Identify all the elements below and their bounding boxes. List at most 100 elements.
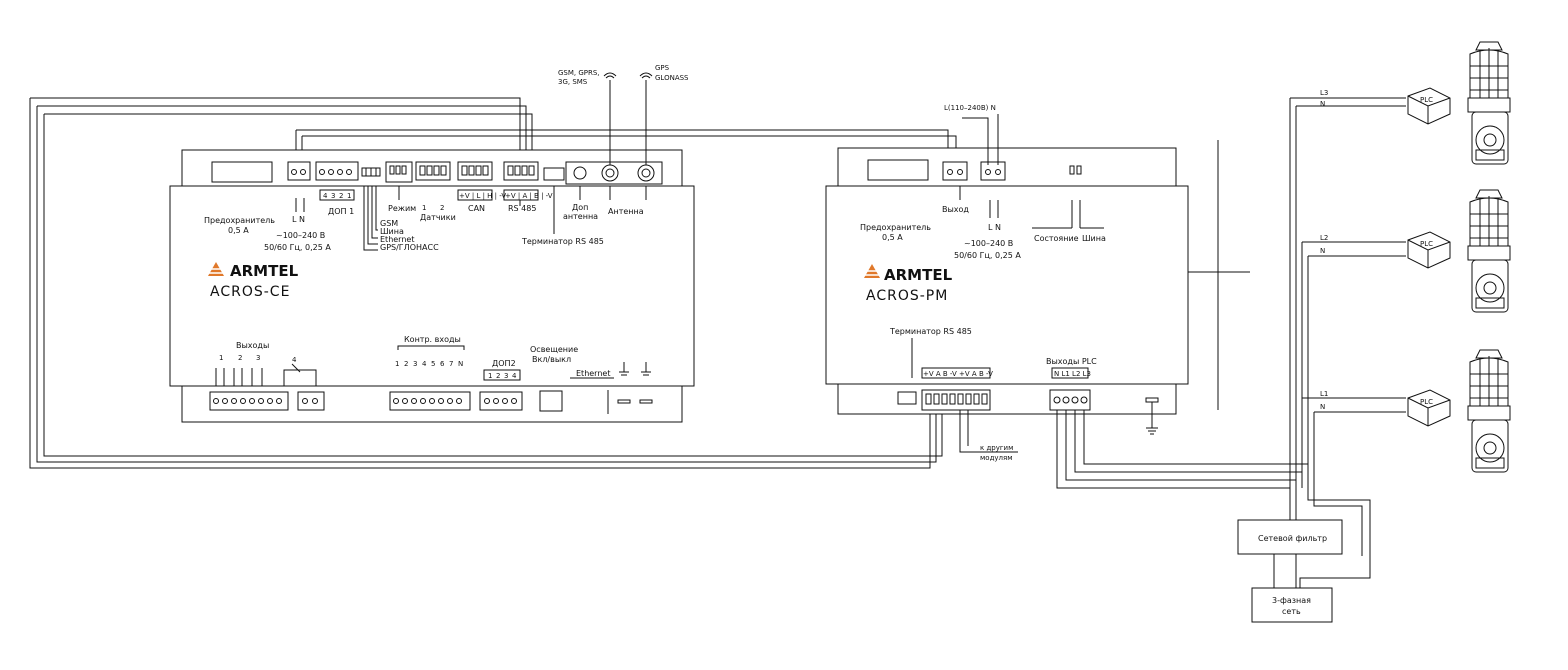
ce-fuse-label: Предохранитель xyxy=(204,216,275,225)
ce-outputs-label: Выходы xyxy=(236,341,269,350)
pm-plc-terminal xyxy=(1049,389,1091,411)
ce-dop-antenna-label: Доп xyxy=(572,203,588,212)
gsm-antenna-label-2: 3G, SMS xyxy=(558,78,588,86)
ce-sensors-label: Датчики xyxy=(420,213,456,222)
ce-output-num: 4 xyxy=(292,356,297,364)
ce-output-num: 2 xyxy=(238,354,242,362)
ce-light-label: Освещение xyxy=(530,345,578,354)
ce-power-freq: 50/60 Гц, 0,25 А xyxy=(264,243,331,252)
pm-rs485-pins: +V A B -V +V A B -V xyxy=(923,370,993,378)
pm-fuse-rating: 0,5 А xyxy=(882,233,903,242)
ground-icon xyxy=(1145,397,1159,435)
svg-text:5: 5 xyxy=(431,360,435,368)
ce-dop2-label: ДОП2 xyxy=(492,359,516,368)
pm-plc-pins: N L1 L2 L3 xyxy=(1054,370,1091,378)
armtel-logo-icon xyxy=(203,262,229,276)
svg-text:N: N xyxy=(458,360,463,368)
ce-dop1-terminal xyxy=(315,161,359,181)
pm-rs485-pins-marks xyxy=(925,393,988,405)
ce-dop2-pin: 3 xyxy=(504,372,508,380)
svg-text:4: 4 xyxy=(422,360,427,368)
pm-bus-label: Шина xyxy=(1082,234,1106,243)
ce-terminator-jumper xyxy=(543,167,565,181)
pm-fuse-label: Предохранитель xyxy=(860,223,931,232)
ce-rs485-label: RS 485 xyxy=(508,204,536,213)
dop-antenna-connector xyxy=(573,166,587,180)
antenna-labels: GSM, GPRS, 3G, SMS GPS GLONASS xyxy=(558,64,689,86)
ce-dop2-pin: 2 xyxy=(496,372,500,380)
pm-plc-outputs-label: Выходы PLC xyxy=(1046,357,1097,366)
ce-ctrl-inputs-label: Контр. входы xyxy=(404,335,461,344)
gsm-antenna-label: GSM, GPRS, xyxy=(558,69,600,77)
svg-text:6: 6 xyxy=(440,360,445,368)
ce-sensor-num: 1 xyxy=(422,204,426,212)
ce-terminal-pins xyxy=(213,398,517,404)
ce-display-window xyxy=(211,161,273,183)
ce-dop-antenna-label-2: антенна xyxy=(563,212,598,221)
plc-block-l3: PLC xyxy=(1407,87,1451,125)
gps-antenna-label: GPS xyxy=(655,64,670,72)
gps-antenna-label-2: GLONASS xyxy=(655,74,689,82)
ce-terminator-label: Терминатор RS 485 xyxy=(521,237,604,246)
network-filter-label: Сетевой фильтр xyxy=(1258,534,1327,543)
pm-other-modules-label-2: модулям xyxy=(980,454,1013,462)
pm-terminator-jumper xyxy=(897,391,917,405)
ce-ethernet-label: Ethernet xyxy=(576,369,610,378)
pm-power-voltage: ~100–240 В xyxy=(964,239,1013,248)
svg-text:3: 3 xyxy=(413,360,417,368)
ce-sensor-num: 2 xyxy=(440,204,444,212)
svg-text:PLC: PLC xyxy=(1420,96,1433,104)
ce-relay-terminal xyxy=(297,391,325,411)
network-filter-box: Сетевой фильтр xyxy=(1237,519,1343,555)
ce-ctrl-input-nums: 1 2 3 4 5 6 7 N xyxy=(395,360,463,368)
ce-dop1-pin: 3 xyxy=(331,192,335,200)
pm-output-terminal xyxy=(942,161,968,181)
ce-dop1-pin: 2 xyxy=(339,192,343,200)
pm-other-modules-label: к другим xyxy=(980,444,1013,452)
ground-icon xyxy=(619,362,651,376)
ce-mode-label: Режим xyxy=(388,204,416,213)
pm-display-window xyxy=(867,159,929,181)
ce-light-label-2: Вкл/выкл xyxy=(532,355,571,364)
ce-led-bus: Шина xyxy=(380,227,404,236)
svg-text:7: 7 xyxy=(449,360,453,368)
ce-dop2-terminal xyxy=(479,391,523,411)
pm-state-label: Состояние xyxy=(1034,234,1079,243)
pm-model-name: ACROS-PM xyxy=(866,288,948,304)
ce-power-ln-label: L N xyxy=(292,215,305,224)
plc-block-l1: PLC xyxy=(1407,389,1451,427)
pm-power-freq: 50/60 Гц, 0,25 А xyxy=(954,251,1021,260)
pm-output-label: Выход xyxy=(942,205,969,214)
ce-led-gsm: GSM xyxy=(380,219,398,228)
pm-power-terminal xyxy=(980,161,1006,181)
svg-text:PLC: PLC xyxy=(1420,398,1433,406)
svg-text:PLC: PLC xyxy=(1420,240,1433,248)
svg-text:2: 2 xyxy=(404,360,408,368)
ce-relay-outputs xyxy=(215,363,317,386)
ce-can-terminal xyxy=(457,161,493,181)
ce-rs485-terminal xyxy=(503,161,539,181)
pm-rs485-terminal xyxy=(921,389,991,411)
acros-ce-module: 4 3 2 1 xyxy=(169,80,695,423)
ce-fuse-rating: 0,5 А xyxy=(228,226,249,235)
plc-block-l2: PLC xyxy=(1407,231,1451,269)
armtel-logo-icon xyxy=(859,264,885,278)
phase-l3-label: L3 xyxy=(1320,89,1328,97)
wifi-signal-icon xyxy=(603,72,653,79)
explosion-proof-lamp-icon xyxy=(1467,41,1511,165)
three-phase-grid-label: 3-фазная xyxy=(1272,596,1311,605)
ce-dop1-label: ДОП 1 xyxy=(328,207,354,216)
phase-l1-label: L1 xyxy=(1320,390,1328,398)
acros-pm-module: L(110–240В) N ARMTEL ACROS-PM Предохрани… xyxy=(825,104,1189,462)
three-phase-grid-label-2: сеть xyxy=(1282,607,1301,616)
ce-light-switch xyxy=(539,390,563,412)
phase-l2-label: L2 xyxy=(1320,234,1328,242)
svg-text:1: 1 xyxy=(395,360,399,368)
ce-antenna-label: Антенна xyxy=(608,207,644,216)
pm-supply-label: L(110–240В) N xyxy=(944,104,996,112)
ce-power-terminal xyxy=(287,161,311,181)
ce-brand-logo: ARMTEL xyxy=(230,262,299,280)
ce-dop2-pin: 1 xyxy=(488,372,492,380)
pm-terminator-label: Терминатор RS 485 xyxy=(889,327,972,336)
